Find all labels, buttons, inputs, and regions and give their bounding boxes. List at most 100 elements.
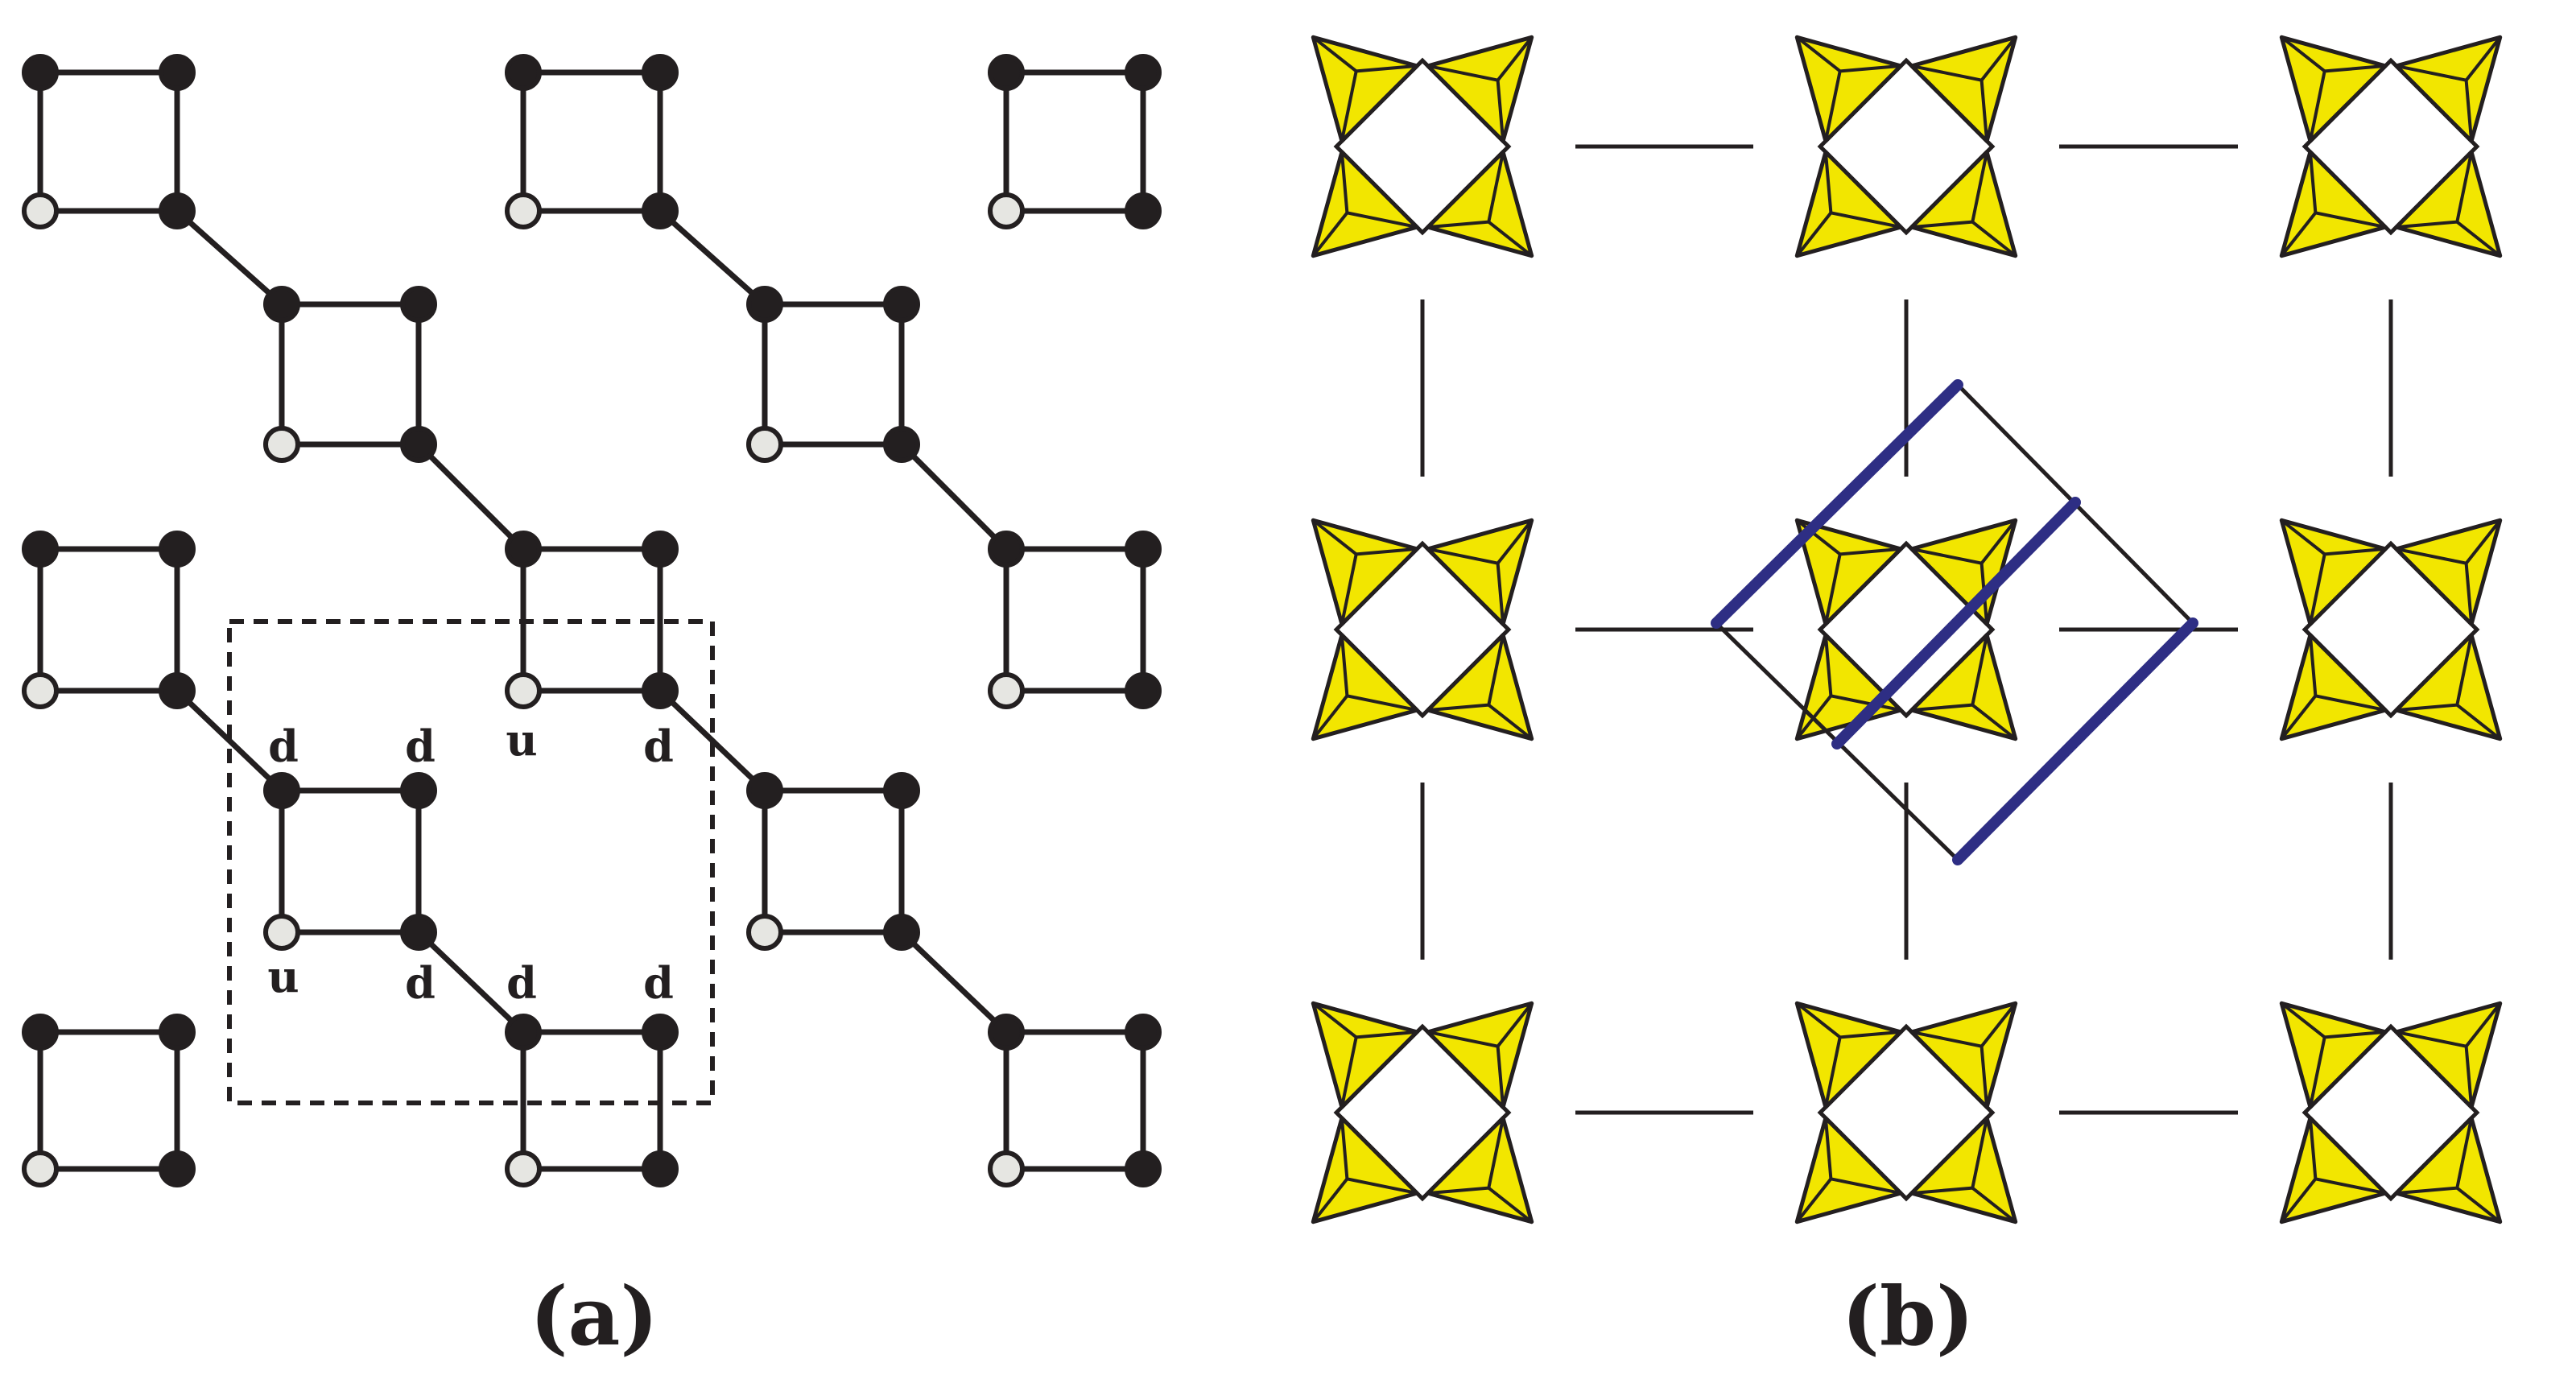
net-edge [657, 208, 768, 308]
filled-atom-node [22, 1014, 59, 1051]
tetrahedron [1311, 150, 1419, 258]
tetrahedron [1311, 1001, 1419, 1109]
tetrahedron-edge [2396, 547, 2474, 625]
tetrahedron [2279, 518, 2388, 626]
tetrahedron-edge [2396, 634, 2474, 712]
open-atom-node [746, 914, 783, 951]
tetrahedron-edge [2308, 151, 2386, 229]
filled-atom-node [400, 772, 437, 809]
filled-atom-node [642, 1014, 679, 1051]
cell-edge-thick [1711, 379, 1963, 629]
tetrahedron-edge [1980, 36, 2017, 81]
node-label-d: d [405, 957, 436, 1009]
tetrahedron [2394, 518, 2503, 626]
tetrahedron [2394, 1116, 2503, 1224]
tetrahedron-edge [1427, 64, 1505, 142]
filled-atom-node [159, 54, 196, 91]
tetrahedron [1426, 1116, 1534, 1224]
filled-atom-node [22, 54, 59, 91]
tetrahedron [1909, 35, 2018, 143]
filled-atom-node [746, 286, 783, 323]
node-label-d: d [268, 721, 299, 772]
tetrahedron-edge [2396, 151, 2474, 229]
filled-atom-node [1125, 192, 1162, 229]
tetrahedron-edge [2456, 704, 2501, 741]
tetrahedron [1426, 633, 1534, 741]
tetrahedron-edge [1823, 64, 1901, 142]
open-atom-node [988, 1150, 1025, 1187]
tetrahedron-edge [1795, 1178, 1832, 1223]
net-edge [898, 929, 1009, 1035]
tetrahedron-edge [2308, 634, 2386, 712]
tetrahedron-edge [1796, 1001, 1841, 1039]
tetrahedron [1794, 1116, 1903, 1224]
tetrahedron [1794, 1001, 1903, 1109]
open-atom-node [263, 426, 300, 463]
tetrahedron [1794, 35, 1903, 143]
tetrahedron [1909, 633, 2018, 741]
node-label-u: u [506, 714, 537, 766]
net-edge [898, 441, 1009, 552]
tetrahedron-edge [2280, 1178, 2317, 1223]
node-label-d: d [405, 721, 436, 772]
cell-edge-thick [1952, 617, 2198, 865]
tetrahedron [1909, 1001, 2018, 1109]
filled-atom-node [400, 426, 437, 463]
tetrahedron-edge [1911, 1030, 1989, 1108]
tetrahedron-edge [1496, 1002, 1534, 1047]
tetrahedron-edge [1911, 547, 1989, 625]
open-atom-node [988, 192, 1025, 229]
tetrahedron-edge [1311, 212, 1348, 257]
filled-atom-node [159, 192, 196, 229]
tetrahedron-edge [2465, 36, 2502, 81]
tetrahedron [1426, 150, 1534, 258]
tetrahedron-edge [1496, 36, 1534, 81]
open-atom-node [22, 192, 59, 229]
open-atom-node [22, 1150, 59, 1187]
filled-atom-node [642, 1150, 679, 1187]
tetrahedron-edge [1312, 518, 1357, 555]
open-atom-node [988, 672, 1025, 709]
open-atom-node [505, 672, 542, 709]
filled-atom-node [642, 531, 679, 568]
net-edge [174, 688, 285, 794]
tetrahedron-edge [1427, 634, 1505, 712]
tetrahedron-edge [2396, 1117, 2474, 1196]
tetrahedron-edge [2465, 1002, 2502, 1047]
open-atom-node [263, 914, 300, 951]
tetrahedron [2279, 150, 2388, 258]
tetrahedron-edge [1427, 151, 1505, 229]
tetrahedron-edge [2281, 35, 2326, 72]
tetrahedron-edge [1496, 519, 1534, 564]
tetrahedron-edge [1340, 151, 1418, 229]
net-edge [415, 441, 526, 552]
filled-atom-node [159, 1150, 196, 1187]
tetrahedron [2394, 633, 2503, 741]
tetrahedron-edge [1488, 704, 1533, 741]
tetrahedron-edge [1340, 547, 1418, 625]
filled-atom-node [159, 1014, 196, 1051]
tetrahedron-edge [2308, 64, 2386, 142]
tetrahedron-edge [1796, 518, 1841, 555]
net-edges [37, 69, 1146, 1172]
filled-atom-node [1125, 672, 1162, 709]
tetrahedron-edge [1911, 151, 1989, 229]
tetrahedron-edge [2456, 221, 2501, 258]
tetrahedron-edge [1911, 1117, 1989, 1196]
filled-atom-node [505, 54, 542, 91]
filled-atom-node [642, 672, 679, 709]
net-nodes [22, 54, 1162, 1187]
tetrahedron-edge [1340, 64, 1418, 142]
filled-atom-node [1125, 1014, 1162, 1051]
net-edge [174, 208, 285, 308]
tetrahedron-edge [1311, 695, 1348, 740]
filled-atom-node [988, 1014, 1025, 1051]
filled-atom-node [505, 531, 542, 568]
tetrahedron-edge [2396, 1030, 2474, 1108]
tetrahedron-edge [2280, 695, 2317, 740]
filled-atom-node [1125, 1150, 1162, 1187]
node-labels: d d u d u d d d [267, 714, 674, 1009]
tetrahedron [1909, 1116, 2018, 1224]
tetrahedron-edge [1311, 1178, 1348, 1223]
